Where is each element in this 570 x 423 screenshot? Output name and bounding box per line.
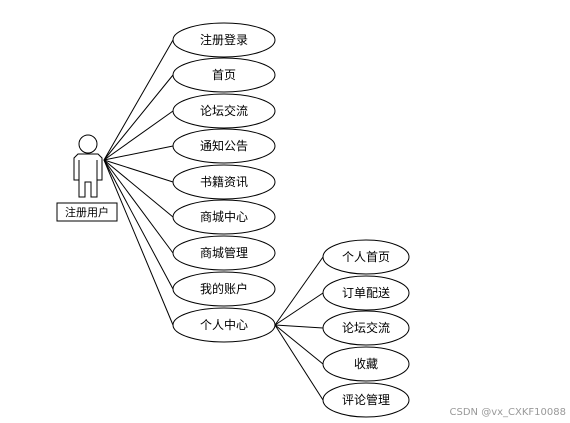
use-case-ellipse[interactable] — [172, 199, 276, 235]
use-case-forum[interactable]: 论坛交流 — [172, 93, 276, 129]
use-case-label: 通知公告 — [200, 139, 248, 153]
use-case-ellipse[interactable] — [172, 22, 276, 58]
use-case-announcement[interactable]: 通知公告 — [172, 128, 276, 164]
sub-use-case-ellipse[interactable] — [322, 310, 410, 346]
association-line — [103, 74, 174, 161]
use-case-ellipse[interactable] — [172, 93, 276, 129]
sub-use-case-label: 评论管理 — [342, 392, 390, 407]
actor-label-box — [56, 202, 118, 222]
use-case-home[interactable]: 首页 — [172, 57, 276, 93]
sub-use-case-label: 论坛交流 — [342, 320, 390, 335]
sub-association-line — [274, 292, 324, 326]
sub-association-line — [274, 324, 324, 401]
use-case-personal-center[interactable]: 个人中心 — [172, 307, 276, 343]
use-case-label: 论坛交流 — [200, 103, 248, 118]
use-case-ellipse[interactable] — [172, 235, 276, 271]
use-case-group: 注册登录 首页 论坛交流 通知公告 书籍资讯 商城中心 商城管理 我的账户 — [172, 22, 276, 343]
use-case-my-account[interactable]: 我的账户 — [172, 271, 276, 307]
sub-use-case-label: 个人首页 — [342, 250, 390, 264]
actor-head — [78, 134, 98, 154]
use-case-ellipse[interactable] — [172, 164, 276, 200]
use-case-label: 商城管理 — [200, 245, 248, 260]
association-line — [103, 39, 174, 161]
sub-use-case-label: 收藏 — [354, 357, 378, 371]
actor-body — [73, 153, 103, 198]
sub-use-case-personal-home[interactable]: 个人首页 — [322, 239, 410, 275]
sub-use-case-forum[interactable]: 论坛交流 — [322, 310, 410, 346]
sub-use-case-ellipse[interactable] — [322, 275, 410, 311]
use-case-label: 个人中心 — [200, 317, 248, 332]
use-case-mall-center[interactable]: 商城中心 — [172, 199, 276, 235]
association-line — [103, 145, 174, 161]
association-line — [103, 159, 174, 183]
sub-use-case-ellipse[interactable] — [322, 239, 410, 275]
use-case-register-login[interactable]: 注册登录 — [172, 22, 276, 58]
sub-association-line — [274, 324, 324, 365]
actor-label: 注册用户 — [65, 205, 109, 219]
sub-use-case-comment-management[interactable]: 评论管理 — [322, 382, 410, 418]
use-case-label: 注册登录 — [200, 32, 248, 47]
association-line — [103, 159, 174, 326]
sub-use-case-label: 订单配送 — [342, 285, 390, 300]
use-case-ellipse[interactable] — [172, 307, 276, 343]
use-case-label: 首页 — [212, 68, 236, 82]
sub-use-case-favorites[interactable]: 收藏 — [322, 346, 410, 382]
sub-use-case-order-delivery[interactable]: 订单配送 — [322, 275, 410, 311]
sub-use-case-group: 个人首页 订单配送 论坛交流 收藏 评论管理 — [322, 239, 410, 418]
use-case-ellipse[interactable] — [172, 57, 276, 93]
sub-use-case-ellipse[interactable] — [322, 382, 410, 418]
use-case-label: 我的账户 — [200, 281, 248, 296]
sub-association-line — [274, 256, 324, 326]
use-case-ellipse[interactable] — [172, 271, 276, 307]
association-line — [103, 159, 174, 218]
watermark: CSDN @vx_CXKF10088 — [450, 407, 566, 418]
sub-association-line — [274, 324, 324, 329]
use-case-mall-management[interactable]: 商城管理 — [172, 235, 276, 271]
sub-use-case-ellipse[interactable] — [322, 346, 410, 382]
use-case-ellipse[interactable] — [172, 128, 276, 164]
association-line — [103, 110, 174, 161]
use-case-book-news[interactable]: 书籍资讯 — [172, 164, 276, 200]
association-lines — [103, 39, 324, 401]
use-case-label: 商城中心 — [200, 209, 248, 224]
actor-figure: 注册用户 — [56, 134, 118, 222]
association-line — [103, 159, 174, 290]
use-case-label: 书籍资讯 — [200, 174, 248, 189]
association-line — [103, 159, 174, 254]
